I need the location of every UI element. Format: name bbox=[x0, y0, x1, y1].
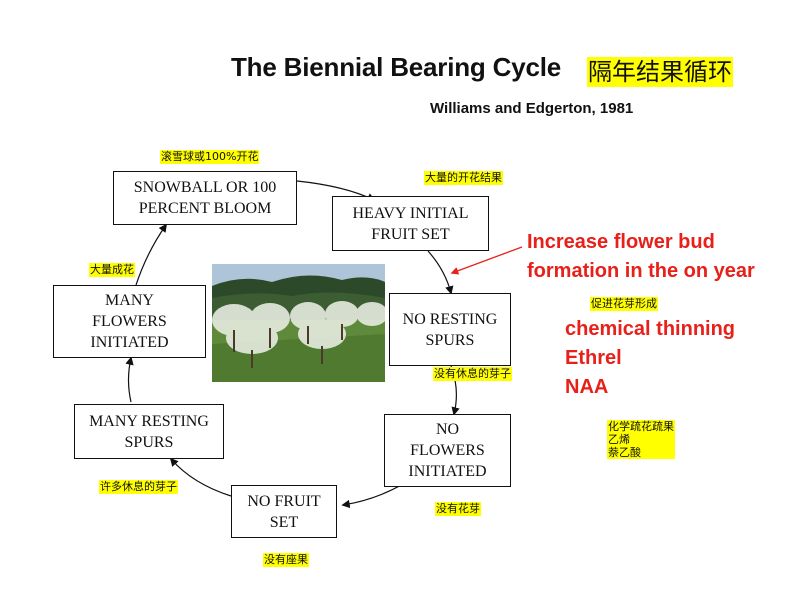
method-ethrel: Ethrel bbox=[565, 347, 622, 369]
arrow-heavy-set-to-no-resting bbox=[427, 250, 454, 295]
label-cn-method-2: 乙烯 bbox=[607, 433, 631, 446]
box-snowball-bloom: SNOWBALL OR 100 PERCENT BLOOM bbox=[113, 171, 297, 225]
label-cn-method-3: 萘乙酸 bbox=[607, 446, 642, 459]
label-cn-many-flowers: 大量成花 bbox=[89, 263, 135, 277]
annotation-line-1: Increase flower bud bbox=[527, 231, 715, 253]
page-title-chinese: 隔年结果循环 bbox=[587, 57, 733, 87]
method-naa: NAA bbox=[565, 376, 609, 398]
box-many-resting-spurs: MANY RESTING SPURS bbox=[74, 404, 224, 459]
orchard-photo bbox=[212, 264, 385, 382]
label-cn-heavy-set: 大量的开花结果 bbox=[424, 171, 503, 185]
label-cn-method-1: 化学疏花疏果 bbox=[607, 420, 675, 433]
label-cn-no-resting: 没有休息的芽子 bbox=[433, 367, 512, 381]
method-chemical-thinning: chemical thinning bbox=[565, 318, 736, 340]
label-cn-snowball: 滚雪球或100%开花 bbox=[160, 150, 260, 164]
arrow-many-flowers-to-snowball bbox=[135, 223, 167, 286]
annotation-line-2: formation in the on year bbox=[527, 260, 755, 282]
box-no-flowers-initiated: NO FLOWERS INITIATED bbox=[384, 414, 511, 487]
label-cn-promote: 促进花芽形成 bbox=[590, 297, 658, 311]
citation: Williams and Edgerton, 1981 bbox=[430, 100, 634, 117]
arrow-no-flowers-to-no-fruit bbox=[341, 483, 404, 509]
arrow-no-fruit-to-many-resting bbox=[169, 457, 232, 497]
arrow-many-resting-to-many-flowers bbox=[125, 356, 134, 403]
box-no-resting-spurs: NO RESTING SPURS bbox=[389, 293, 511, 366]
box-no-fruit-set: NO FRUIT SET bbox=[231, 485, 337, 538]
label-cn-many-resting: 许多休息的芽子 bbox=[99, 480, 178, 494]
label-cn-no-fruit: 没有座果 bbox=[263, 553, 309, 567]
annotation-arrow bbox=[450, 246, 523, 275]
box-heavy-fruit-set: HEAVY INITIAL FRUIT SET bbox=[332, 196, 489, 251]
page-title: The Biennial Bearing Cycle bbox=[231, 52, 562, 82]
box-many-flowers-initiated: MANY FLOWERS INITIATED bbox=[53, 285, 206, 358]
label-cn-no-flowers: 没有花芽 bbox=[435, 502, 481, 516]
label-cn-methods: 化学疏花疏果 乙烯 萘乙酸 bbox=[607, 420, 675, 459]
